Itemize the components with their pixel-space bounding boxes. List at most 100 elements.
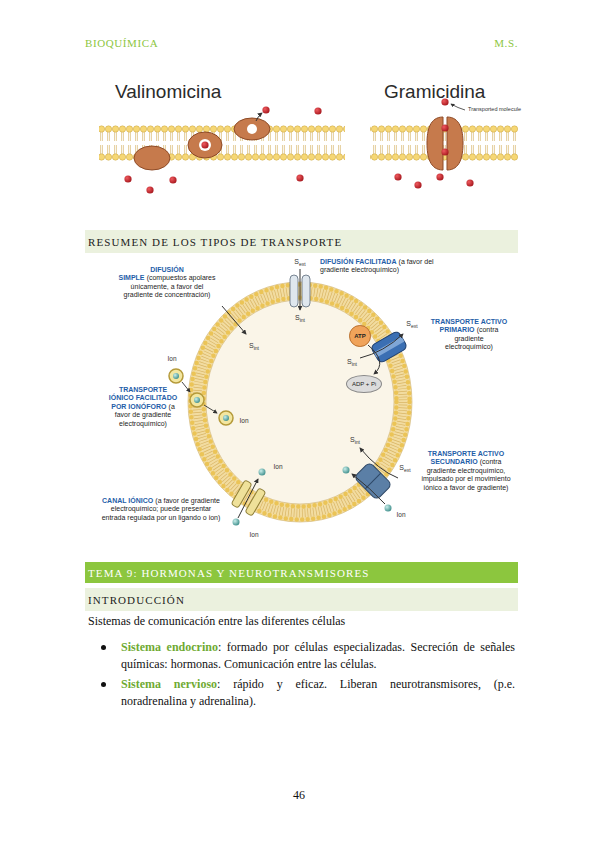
node-text: ADP + P: [352, 381, 375, 387]
label-text: int: [355, 439, 360, 445]
substrate-label: Sint: [249, 342, 259, 351]
valinomycin-figure: [247, 124, 257, 134]
cell-membrane: [188, 282, 412, 522]
label-text: CANAL IÓNICO: [102, 497, 153, 504]
label-text: S: [249, 342, 254, 349]
secondary-transporter: [352, 474, 385, 504]
valinomycin-figure: [234, 118, 270, 140]
transport-label: CANAL IÓNICO(a favor de gradiente electr…: [100, 497, 222, 522]
label-text: S: [399, 464, 404, 471]
ion-channel: [231, 469, 266, 526]
label-text: DIFUSIÓN FACILITADA: [320, 258, 396, 265]
transport-label: DIFUSIÓN SIMPLE(compuestos apolares únic…: [118, 266, 216, 300]
node-text: INTRODUCCIÓN: [88, 594, 185, 606]
label-text: Ion: [249, 531, 258, 538]
valinomycin-figure: [201, 141, 208, 148]
label-text: Ion: [167, 355, 176, 362]
node-text: TEMA 9: HORMONAS Y NEUROTRANSMISORES: [88, 567, 369, 579]
label-text: S: [406, 320, 411, 327]
cell-membrane: [197, 291, 403, 513]
node-text: RESUMEN DE LOS TIPOS DE TRANSPORTE: [88, 236, 342, 248]
gramicidin-figure: [466, 179, 473, 186]
section-band: RESUMEN DE LOS TIPOS DE TRANSPORTE: [85, 230, 518, 253]
ion-channel: [245, 488, 266, 516]
facilitated-channel: [302, 275, 310, 307]
gramicidin-figure: [451, 104, 465, 110]
valinomycin-figure: [256, 113, 262, 121]
gramicidin-figure: [414, 181, 421, 188]
ion-label: Ion: [167, 355, 176, 362]
label-text: ext: [411, 323, 418, 329]
ionophore: [223, 415, 229, 421]
valinomycin-figure: [199, 139, 211, 151]
ionophore: [219, 411, 233, 425]
running-header: BIOQUÍMICA: [85, 37, 158, 49]
figure-title: Valinomicina: [115, 81, 221, 103]
bullet-item: Sistema nervioso: rápido y eficaz. Liber…: [121, 676, 515, 710]
secondary-transporter: [385, 505, 392, 512]
gramicidin-figure: [427, 117, 443, 170]
topic-band: TEMA 9: HORMONAS Y NEUROTRANSMISORES: [85, 562, 518, 583]
label-text: Sistemas de comunicación entre las difer…: [88, 614, 345, 628]
ion-channel: [238, 479, 258, 518]
secondary-transporter: [354, 462, 392, 500]
secondary-transporter: [343, 467, 350, 474]
label-text: S: [347, 358, 352, 365]
label-text: Valinomicina: [115, 81, 221, 102]
substrate-label: Sext: [399, 464, 410, 473]
ionophore: [190, 393, 204, 407]
gramicidin-figure: [441, 124, 448, 131]
label-text: Sistema endocrino: [121, 640, 218, 654]
ion-channel: [233, 519, 240, 526]
node-text: ATP: [354, 333, 366, 339]
ionophore: [169, 369, 183, 383]
ion-label: Ion: [273, 463, 282, 470]
figure-note: Transported molecule: [468, 106, 521, 112]
secondary-transporter: [360, 448, 398, 478]
transport-label: DIFUSIÓN FACILITADA(a favor del gradient…: [320, 258, 455, 275]
valinomycin-figure: [188, 132, 222, 158]
ion-label: Ion: [249, 531, 258, 538]
gramicidin-figure: [370, 125, 518, 161]
substrate-label: Sint: [347, 358, 357, 367]
ionophore: [204, 405, 217, 413]
transport-label: TRANSPORTE ACTIVO PRIMARIO(contra gradie…: [430, 318, 508, 352]
section-band: INTRODUCCIÓN: [85, 588, 518, 611]
label-text: ext: [404, 467, 411, 473]
bullet-item: Sistema endocrino: formado por células e…: [121, 639, 515, 673]
label-text: BIOQUÍMICA: [85, 37, 158, 49]
secondary-transporter: [354, 462, 392, 500]
ion-channel: [259, 469, 266, 476]
label-text: M.S.: [494, 37, 518, 49]
secondary-transporter: [343, 448, 399, 512]
label-text: int: [352, 361, 357, 367]
transport-label: TRANSPORTE ACTIVO SECUNDARIO(contra grad…: [416, 450, 516, 492]
label-text: int: [254, 345, 259, 351]
ion-label: Ion: [396, 511, 405, 518]
page-number: 46: [293, 788, 305, 803]
figure-title: Gramicidina: [384, 81, 485, 103]
ionophore: [173, 373, 179, 379]
bullet-dot: [101, 645, 106, 650]
substrate-label: Sint: [350, 436, 360, 445]
ionophore: [169, 369, 233, 425]
cell-membrane: [206, 300, 394, 504]
valinomycin-figure: [134, 146, 170, 170]
substrate-label: Sint: [295, 314, 305, 323]
valinomycin-figure: [314, 107, 321, 114]
cell-membrane: [191, 285, 410, 520]
transport-label: TRANSPORTE IÓNICO FACILITADO POR IONÓFOR…: [106, 386, 180, 428]
label-text: Ion: [396, 511, 405, 518]
primary-pump: [374, 336, 405, 357]
running-header: M.S.: [482, 37, 518, 49]
gramicidin-figure: [394, 173, 401, 180]
facilitated-channel: [290, 275, 298, 307]
label-text: S: [294, 258, 299, 265]
substrate-label: Sext: [294, 258, 305, 267]
label-text: S: [350, 436, 355, 443]
valinomycin-figure: [146, 186, 153, 193]
gramicidin-figure: [436, 173, 443, 180]
label-text: Sistema nervioso: [121, 677, 217, 691]
